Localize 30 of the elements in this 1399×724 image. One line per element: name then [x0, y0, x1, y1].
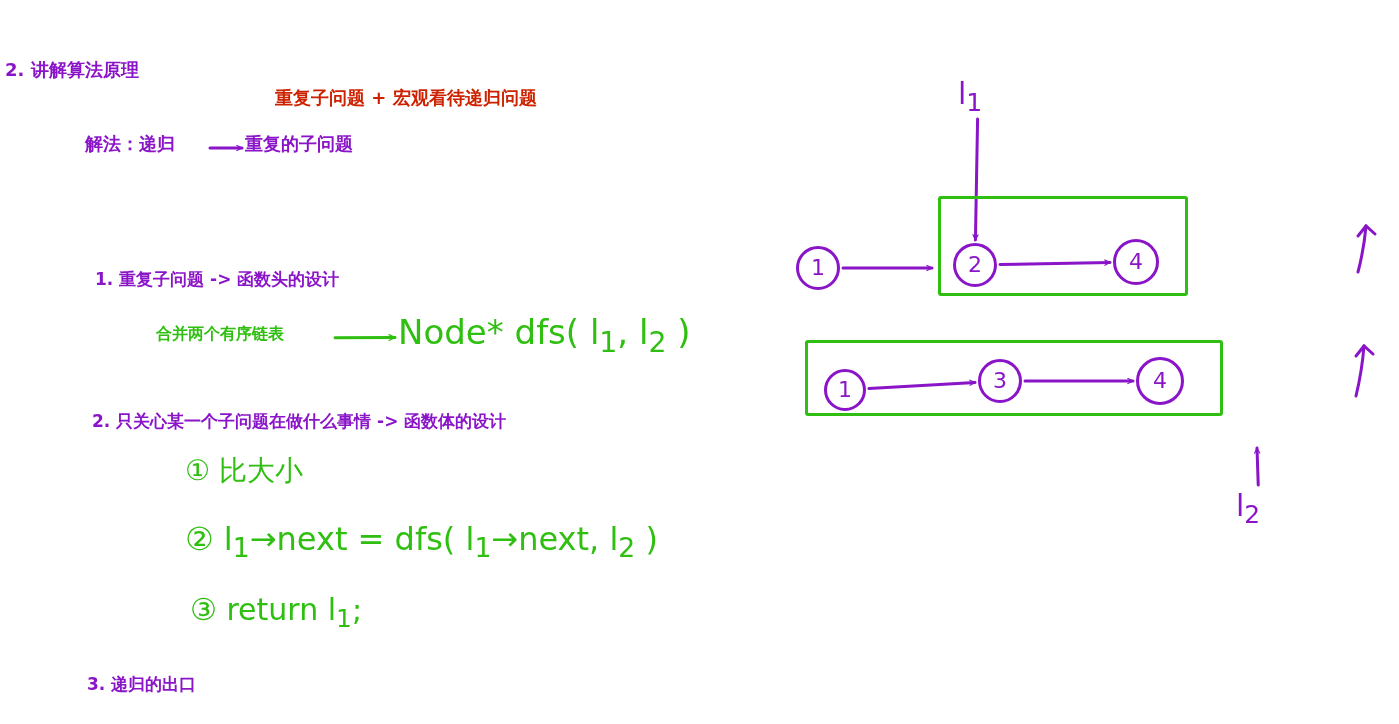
arrow: [998, 259, 1112, 267]
handwritten-step: ① 比大小: [185, 452, 303, 490]
step-heading: 3. 递归的出口: [87, 673, 197, 696]
arrow: [1253, 446, 1261, 487]
list-node-circle: 2: [953, 243, 997, 287]
arrow: [208, 144, 244, 152]
arrow: [867, 379, 977, 391]
list-node-circle: 4: [1113, 239, 1159, 285]
section-heading: 2. 讲解算法原理: [5, 58, 139, 82]
list-node-circle: 4: [1136, 357, 1184, 405]
arrow: [972, 117, 980, 242]
list-group-box: [805, 340, 1223, 416]
step-heading: 2. 只关心某一个子问题在做什么事情 -> 函数体的设计: [92, 410, 507, 433]
handwritten-code: ② l$_{1}$→next = dfs( l$_{1}$→next, l$_{2}$ ): [185, 520, 658, 564]
handwritten-label: l$_{2}$: [1236, 488, 1282, 528]
list-group-box: [938, 196, 1188, 296]
arrow: [333, 333, 397, 342]
list-node-circle: 1: [796, 246, 840, 290]
step-heading: 1. 重复子问题 -> 函数头的设计: [95, 268, 340, 291]
list-node-circle: 1: [824, 369, 866, 411]
arrow: [841, 264, 934, 272]
list-node-circle: 3: [978, 359, 1022, 403]
node-label: 解法：递归: [85, 133, 207, 163]
handwritten-label: Node* dfs( l$_{1}$, l$_{2}$ ): [398, 312, 788, 362]
handwritten-label: l$_{1}$: [958, 76, 998, 116]
arrow: [1023, 377, 1135, 385]
node-label: 合并两个有序链表: [156, 324, 332, 352]
node-label: 重复的子问题: [245, 133, 375, 163]
key-idea-note: 重复子问题 + 宏观看待递归问题: [275, 86, 537, 110]
handwritten-code: ③ return l$_{1}$;: [190, 592, 363, 633]
